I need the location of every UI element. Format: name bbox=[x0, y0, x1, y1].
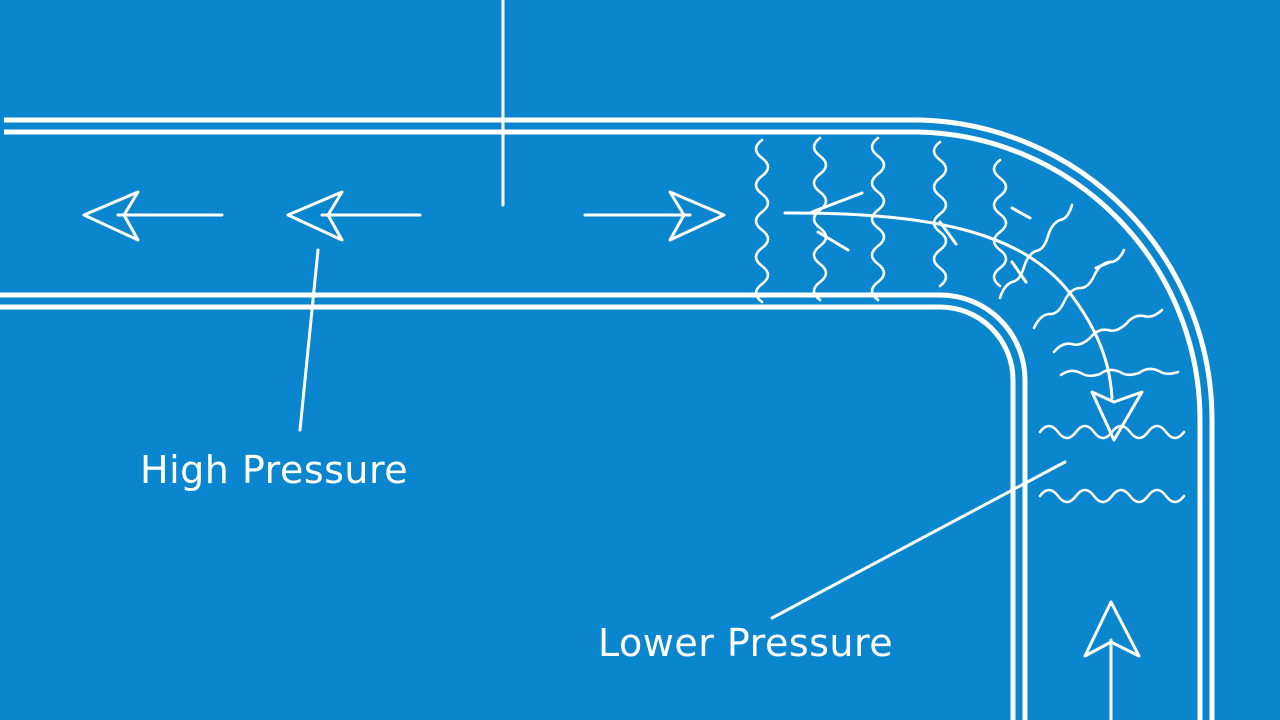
pipe-inner-wall-line-2 bbox=[0, 304, 1016, 720]
arrow-left-icon bbox=[82, 190, 224, 242]
pipe-inner-wall-line-1 bbox=[0, 292, 1028, 720]
pipe-outer-wall-line-2 bbox=[4, 129, 1203, 720]
pipe-inner-wall bbox=[0, 292, 1028, 720]
high-pressure-leader bbox=[298, 248, 320, 432]
turbulence-stroke bbox=[810, 191, 864, 214]
turbulence-waves bbox=[754, 136, 1186, 504]
wavy-line-icon bbox=[998, 203, 1074, 300]
turbulence-stroke bbox=[816, 230, 850, 252]
wavy-line-icon bbox=[932, 140, 948, 288]
wavy-line-icon bbox=[1059, 367, 1180, 378]
wavy-line-icon bbox=[1052, 308, 1164, 354]
wavy-line-icon bbox=[754, 138, 770, 304]
turbulence-stroke bbox=[1094, 260, 1112, 270]
turbulence-stroke bbox=[1010, 260, 1028, 284]
arrow-right-icon bbox=[583, 190, 726, 242]
lower-pressure-leader bbox=[770, 460, 1067, 620]
wavy-line-icon bbox=[1038, 488, 1186, 504]
arrow-up-icon bbox=[1083, 600, 1141, 720]
wavy-line-icon bbox=[812, 136, 828, 302]
high-pressure-label: High Pressure bbox=[140, 448, 409, 492]
wavy-line-icon bbox=[1038, 424, 1186, 440]
arrow-left-icon bbox=[286, 190, 422, 242]
wavy-line-icon bbox=[870, 136, 886, 302]
pipe-outer-wall-line-1 bbox=[4, 117, 1215, 720]
pipe-outer-wall bbox=[4, 117, 1215, 720]
lower-pressure-label: Lower Pressure bbox=[598, 621, 894, 665]
wavy-line-icon bbox=[992, 158, 1008, 288]
turbulence-stroke bbox=[938, 220, 958, 246]
turbulence-stroke bbox=[1010, 206, 1032, 220]
arrow-down-icon bbox=[783, 211, 1144, 442]
